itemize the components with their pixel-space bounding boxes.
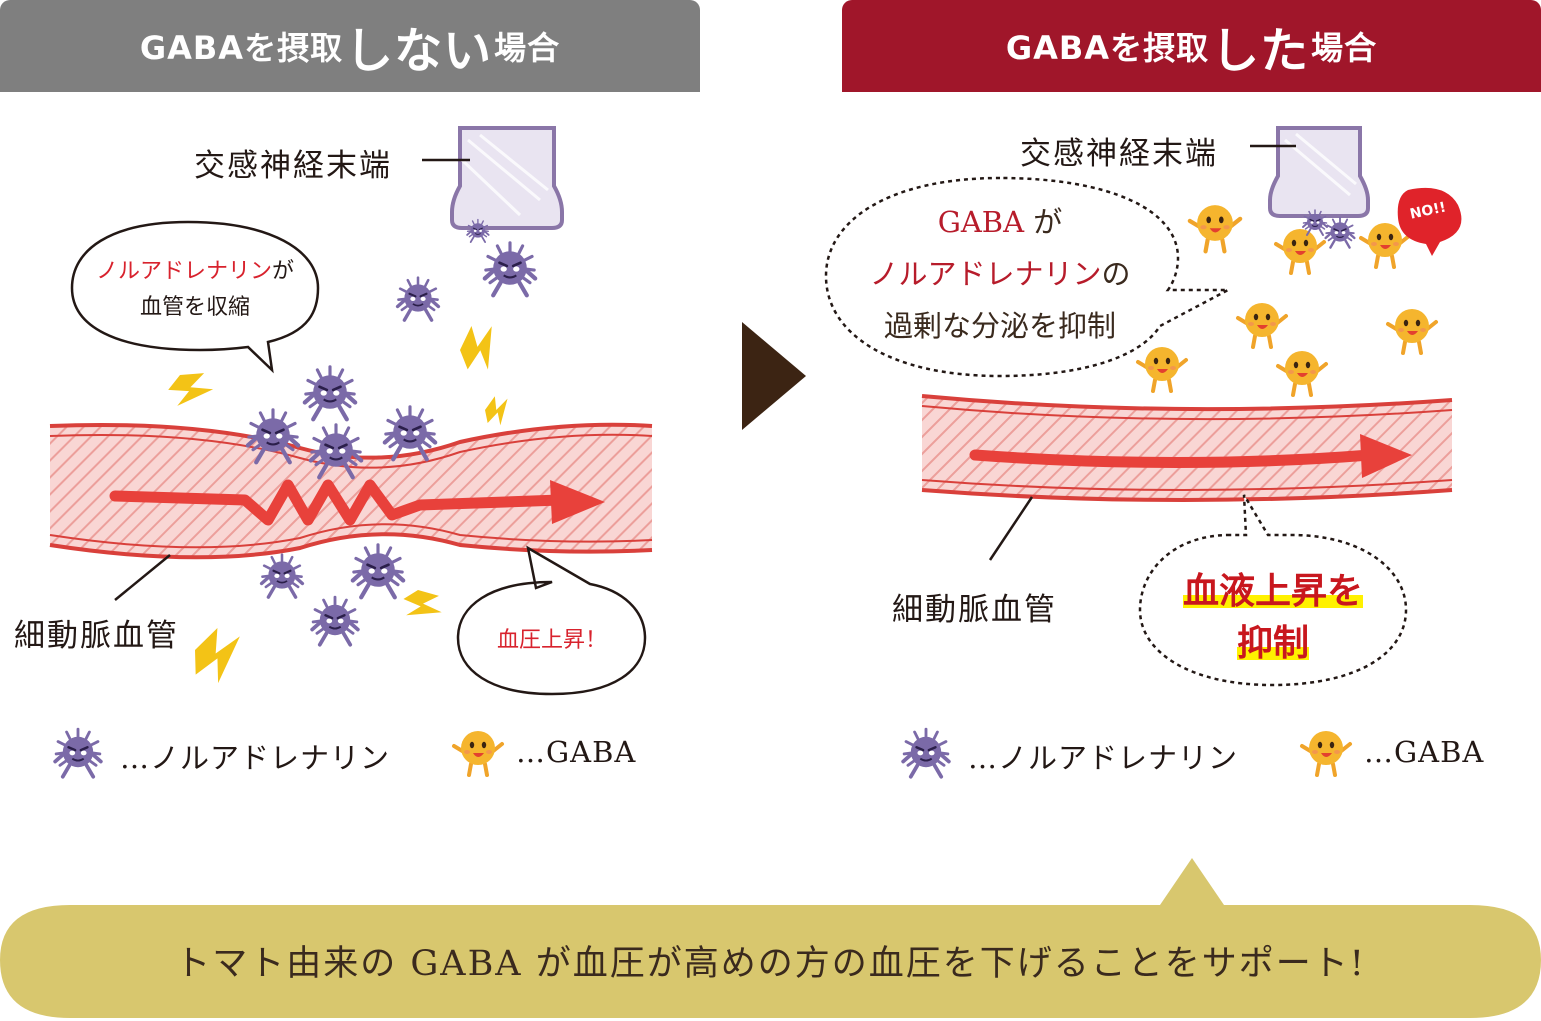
- nerve-terminal-left: [422, 126, 564, 230]
- gaba-word: GABA: [937, 205, 1025, 239]
- bubble-blood-pressure: [456, 545, 647, 696]
- bubble-noradrenaline-text: ノルアドレナリンが 血管を収縮: [82, 254, 308, 326]
- legend-gaba-label: …GABA: [516, 735, 637, 769]
- footer-balloon: [0, 858, 1541, 1018]
- lightning-icon: [447, 316, 512, 380]
- noradrenaline-icon: [310, 595, 360, 647]
- legend-gaba-icon: [452, 729, 504, 777]
- vessel-left: [49, 422, 653, 601]
- vessel-right: [921, 394, 1453, 561]
- legend-noradrenaline-icon: [53, 727, 103, 779]
- nerve-terminal-label-left: 交感神経末端: [194, 148, 392, 184]
- header-without-gaba: GABAを摂取しない場合: [0, 0, 700, 92]
- header-suffix: 場合: [1311, 29, 1378, 67]
- gaba-icon: [1276, 349, 1328, 397]
- triangle-arrow-right-icon: [742, 322, 806, 430]
- noradrenaline-word: ノルアドレナリン: [869, 257, 1102, 291]
- no-badge: [1397, 187, 1462, 256]
- particle: が: [1033, 205, 1063, 239]
- gaba-icon: [1386, 307, 1438, 355]
- vessel-label-left: 細動脈血管: [14, 618, 179, 654]
- legend-gaba-label: …GABA: [1364, 735, 1485, 769]
- header-prefix: GABAを摂取: [139, 29, 344, 67]
- bubble-gaba-suppression: [824, 176, 1229, 378]
- particle: の: [1101, 257, 1131, 291]
- particle: が: [272, 259, 295, 284]
- noradrenaline-highlight: ノルアドレナリン: [95, 259, 272, 284]
- nerve-terminal-label-right: 交感神経末端: [1020, 136, 1218, 172]
- gaba-icon: [1236, 301, 1288, 349]
- gaba-icon: [1136, 345, 1188, 393]
- legend-noradrenaline-label: …ノルアドレナリン: [968, 741, 1239, 775]
- lightning-icon: [183, 621, 253, 690]
- noradrenaline-icon: [1324, 216, 1356, 249]
- bubble-line2: 血管を収縮: [139, 295, 250, 320]
- header-with-gaba: GABAを摂取した場合: [842, 0, 1541, 92]
- legend-gaba-icon: [1300, 729, 1352, 777]
- bubble-line3: 過剰な分泌を抑制: [883, 309, 1116, 343]
- noradrenaline-icon: [305, 367, 355, 420]
- header-emphasis: した: [1211, 23, 1310, 79]
- legend-noradrenaline-icon: [901, 727, 951, 779]
- result-line1: 血液上昇を: [1182, 571, 1363, 612]
- blood-pressure-rise-text: 血圧上昇！: [496, 628, 607, 653]
- bubble-noradrenaline: [70, 220, 320, 374]
- lightning-icon: [477, 391, 518, 431]
- suppression-result-text: 血液上昇を 抑制: [1150, 566, 1396, 670]
- noradrenaline-icon: [485, 243, 535, 295]
- lightning-icon: [396, 579, 449, 632]
- header-prefix: GABAを摂取: [1005, 29, 1210, 67]
- header-emphasis: しない: [345, 23, 493, 79]
- lightning-icon: [164, 363, 218, 416]
- footer-message: トマト由来の GABA が血圧が高めの方の血圧を下げることをサポート!: [175, 944, 1366, 984]
- vessel-label-right: 細動脈血管: [892, 592, 1057, 628]
- noradrenaline-icon: [353, 545, 403, 598]
- noradrenaline-icon: [395, 275, 441, 322]
- bubble-gaba-suppression-text: GABA が ノルアドレナリンの 過剰な分泌を抑制: [840, 196, 1160, 352]
- gaba-icon: [1274, 227, 1326, 275]
- noradrenaline-icon: [259, 552, 305, 599]
- legend-noradrenaline-label: …ノルアドレナリン: [120, 741, 391, 775]
- header-suffix: 場合: [494, 29, 561, 67]
- result-line2: 抑制: [1236, 623, 1309, 664]
- nerve-terminal-right: [1250, 126, 1370, 218]
- gaba-icon: [1190, 205, 1240, 251]
